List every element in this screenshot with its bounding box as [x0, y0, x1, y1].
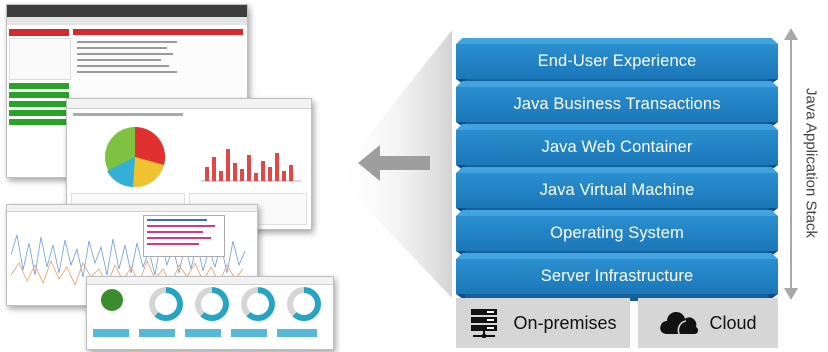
gauge-3	[241, 287, 275, 321]
layer-java-virtual-machine: Java Virtual Machine	[456, 173, 778, 208]
console-toolbar	[7, 5, 247, 17]
cloud-label: Cloud	[709, 312, 757, 333]
left-arrow-icon	[358, 145, 430, 181]
gauge-1	[149, 287, 183, 321]
layer-label: Operating System	[550, 224, 684, 242]
layer-label: End-User Experience	[537, 52, 697, 70]
layer-end-user-experience: End-User Experience	[456, 44, 778, 79]
layer-java-web-container: Java Web Container	[456, 130, 778, 165]
layer-java-business-transactions: Java Business Transactions	[456, 87, 778, 122]
pie-chart-thumbnail	[105, 126, 166, 188]
layer-operating-system: Operating System	[456, 216, 778, 251]
cloud-box: Cloud	[638, 298, 778, 348]
cloud-icon	[660, 312, 699, 335]
layer-label: Java Business Transactions	[513, 95, 721, 113]
on-premises-label: On-premises	[513, 312, 617, 333]
gauge-2	[195, 287, 229, 321]
layer-label: Java Web Container	[541, 138, 693, 156]
double-headed-arrow-icon	[784, 28, 798, 300]
on-premises-box: On-premises	[456, 298, 630, 348]
server-icon	[471, 309, 498, 338]
layer-server-infrastructure: Server Infrastructure	[456, 259, 778, 294]
layer-label: Java Virtual Machine	[539, 181, 695, 199]
bar-chart-thumbnail	[201, 149, 301, 182]
axis-label: Java Application Stack	[802, 87, 820, 239]
gauges-screenshot	[86, 276, 334, 350]
gauge-4	[287, 287, 321, 321]
layer-label: Server Infrastructure	[540, 267, 694, 285]
status-circle	[101, 289, 123, 311]
